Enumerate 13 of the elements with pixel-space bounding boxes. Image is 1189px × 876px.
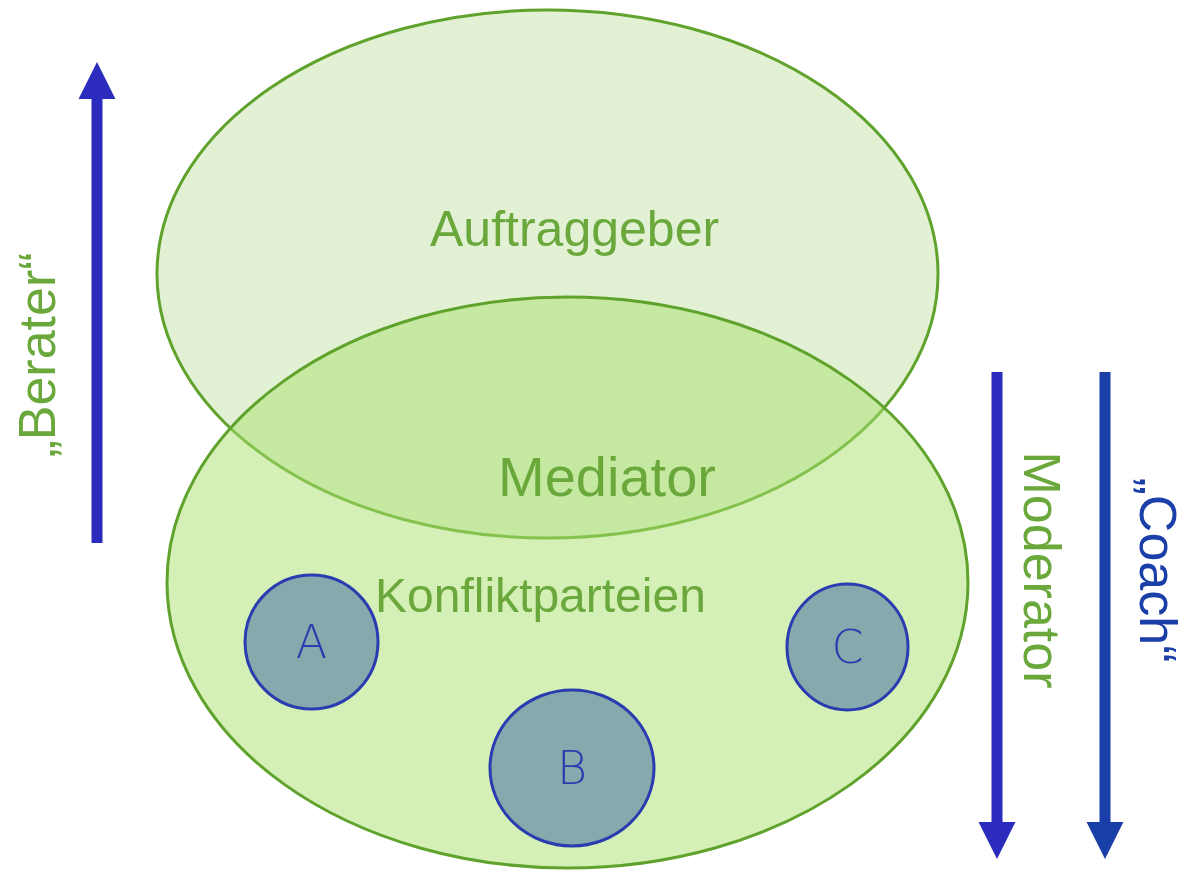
group-label: Auftraggeber: [430, 204, 720, 254]
role-label: „Coach“: [1132, 477, 1184, 663]
group-ellipse: [165, 295, 970, 870]
role-label: Mediator: [498, 449, 716, 505]
party-circle: [243, 573, 380, 711]
party-letter: C: [831, 624, 864, 670]
role-label: „Berater“: [11, 252, 63, 458]
group-label: Konfliktparteien: [375, 572, 706, 620]
party-letter: A: [295, 619, 328, 665]
role-label: Moderator: [1016, 451, 1068, 689]
party-circle: [785, 582, 910, 712]
party-letter: B: [556, 745, 588, 791]
party-circle: [488, 688, 656, 848]
